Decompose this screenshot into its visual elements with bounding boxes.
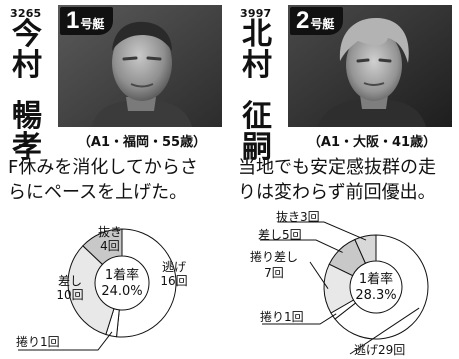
slice-label-name: 捲り差し	[250, 250, 298, 264]
leader-line	[309, 261, 329, 289]
given-name-char: 孝	[12, 130, 42, 165]
boat-number: 2	[296, 7, 310, 34]
win-rate-label: 1着率	[359, 271, 393, 287]
given-name: 征 嗣	[234, 101, 280, 163]
donut-slice-1	[115, 228, 177, 338]
slice-label-count: 10回	[56, 288, 83, 302]
slice-label-count: 16回	[160, 274, 187, 288]
racer-photo: 1 号艇	[58, 5, 222, 127]
leader-line	[278, 221, 367, 241]
slice-label: 逃げ29回	[354, 343, 405, 357]
leader-line	[262, 313, 337, 325]
win-rate-label: 1着率	[105, 267, 139, 283]
racer-card-2: 3997 北 村 征 嗣 2 号艇	[230, 0, 459, 359]
leader-line	[349, 307, 420, 355]
registration-number: 3265	[10, 7, 42, 20]
racer-comment: F休みを消化してからさ らにペースを上げた。	[8, 155, 224, 205]
comment-line: らにペースを上げた。	[8, 182, 188, 203]
donut-slice-3	[67, 245, 115, 336]
slice-label-name: 抜き	[98, 225, 122, 239]
registration-number: 3997	[240, 7, 272, 20]
slice-label: 捲り1回	[260, 310, 304, 324]
slice-label-count: 7回	[264, 266, 284, 280]
win-rate-value: 28.3%	[355, 288, 396, 303]
slice-label: 抜き3回	[276, 210, 320, 224]
racer-info: （A1・大阪・41歳）	[307, 135, 437, 150]
donut-slice-1	[334, 234, 429, 340]
given-name-char: 嗣	[242, 130, 272, 165]
slice-label-count: 4回	[100, 239, 120, 253]
racer-card-1: 3265 今 村 暢 孝 1 号艇	[0, 0, 229, 359]
racer-comment: 当地でも安定感抜群の走 りは変わらず前回優出。	[238, 155, 454, 205]
boat-number-badge: 2 号艇	[290, 7, 344, 35]
win-rate-value: 24.0%	[101, 284, 142, 299]
family-name-char: 今	[12, 17, 42, 52]
boat-number-badge: 1 号艇	[60, 7, 114, 35]
boat-suffix: 号艇	[80, 17, 105, 31]
donut-slice-4	[82, 228, 123, 266]
boat-suffix: 号艇	[310, 17, 335, 31]
family-name-char: 村	[242, 48, 272, 83]
comment-line: 当地でも安定感抜群の走	[238, 157, 436, 178]
comment-line: りは変わらず前回優出。	[238, 182, 436, 203]
given-name-char: 征	[242, 99, 272, 134]
family-name: 今 村	[4, 19, 50, 81]
racer-photo: 2 号艇	[288, 5, 452, 127]
given-name: 暢 孝	[4, 101, 50, 163]
family-name-char: 村	[12, 48, 42, 83]
leader-line	[260, 239, 343, 253]
portrait-placeholder-icon	[58, 5, 222, 127]
family-name: 北 村	[234, 19, 280, 81]
slice-label: 差し5回	[258, 228, 302, 242]
leader-line	[18, 331, 113, 351]
family-name-char: 北	[242, 17, 272, 52]
slice-label-name: 差し	[58, 274, 82, 288]
slice-label-name: 逃げ	[162, 260, 186, 274]
given-name-char: 暢	[12, 99, 42, 134]
donut-slice-5	[354, 234, 377, 264]
racer-info: （A1・福岡・55歳）	[77, 135, 207, 150]
comment-line: F休みを消化してからさ	[8, 157, 198, 178]
boat-number: 1	[66, 7, 80, 34]
slice-label: 捲り1回	[16, 335, 60, 349]
